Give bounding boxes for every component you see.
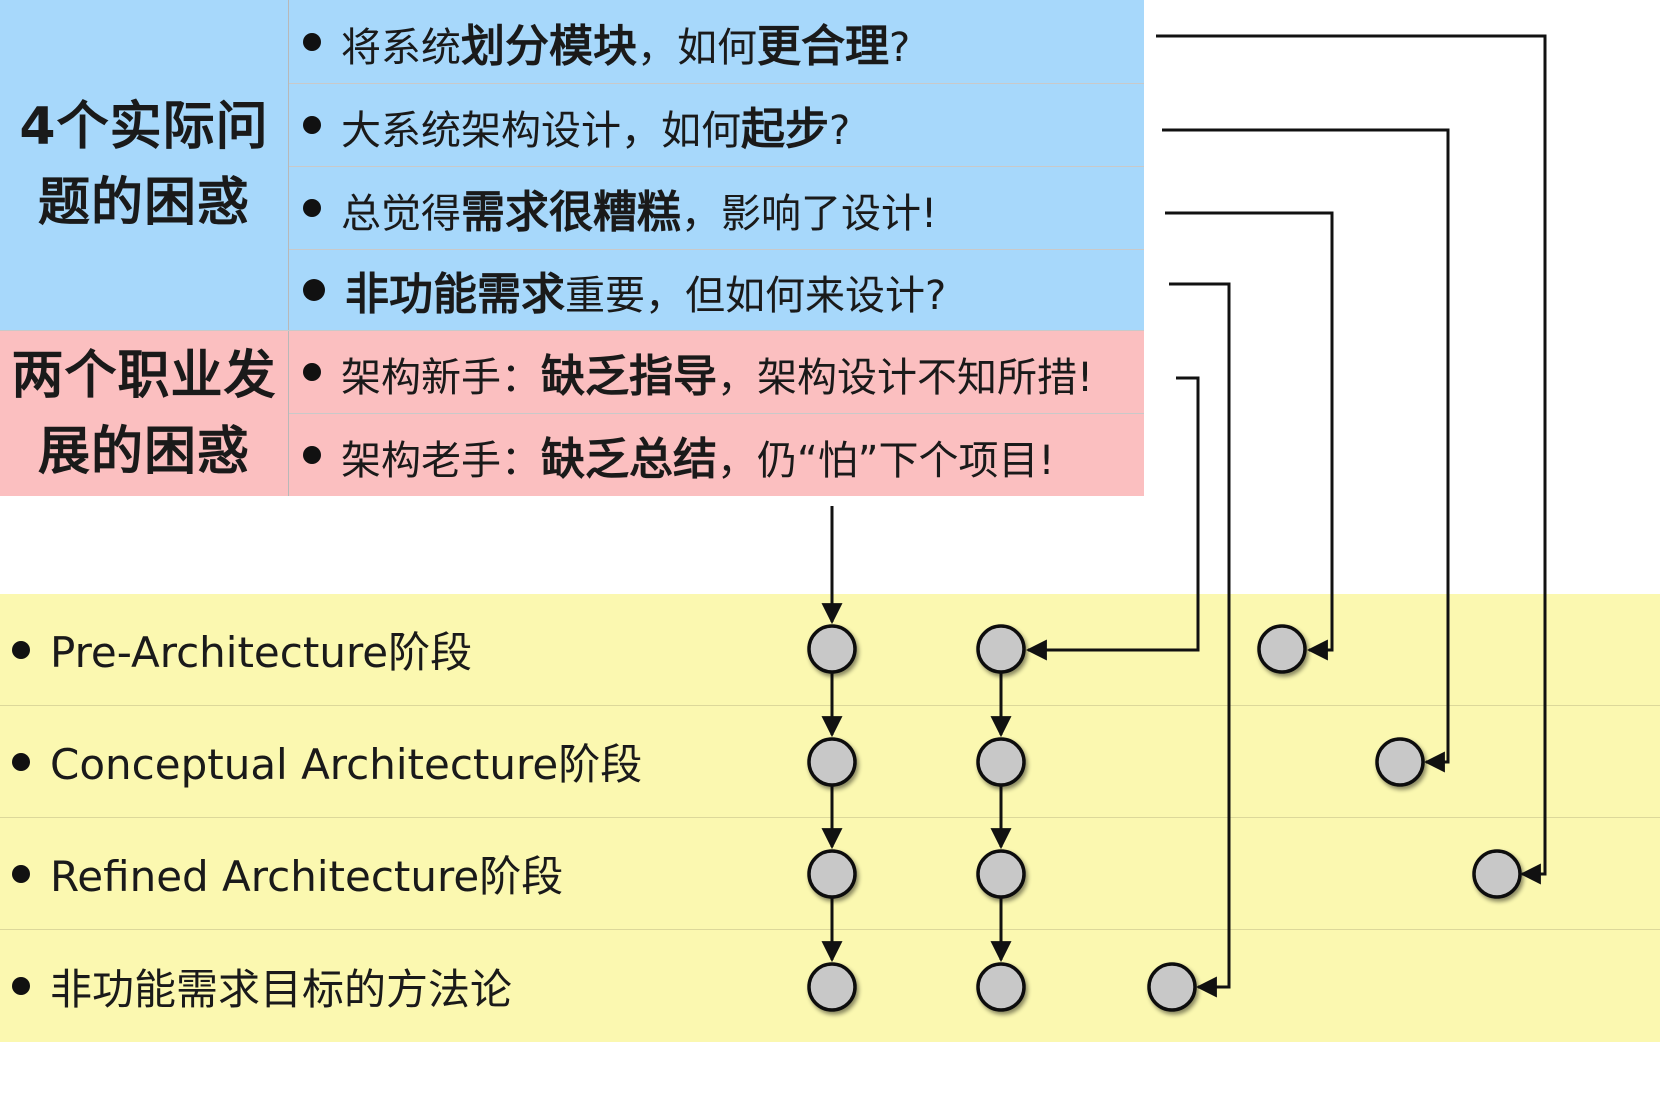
node-nfr-target [1147, 962, 1197, 1012]
stage-3-label: Refined Architecture阶段 [50, 852, 564, 901]
node-refined-target [1472, 849, 1522, 899]
node-c1-nfr [807, 962, 857, 1012]
career-row-1: 架构新手：缺乏指导，架构设计不知所措! [289, 331, 1144, 413]
career-row-2: 架构老手：缺乏总结，仍“怕”下个项目! [289, 414, 1144, 496]
problems-title: 4个实际问 题的困惑 [0, 0, 288, 330]
problem-row-2: 大系统架构设计，如何起步? [289, 84, 1144, 166]
problem-3-text: 总觉得需求很糟糕，影响了设计! [341, 187, 938, 238]
problem-row-3: 总觉得需求很糟糕，影响了设计! [289, 167, 1144, 249]
career-title-line2: 展的困惑 [37, 421, 250, 482]
problem-2-text: 大系统架构设计，如何起步? [341, 104, 851, 155]
node-c2-nfr [976, 962, 1026, 1012]
node-c1-conceptual [807, 737, 857, 787]
problem-row-4: 非功能需求重要，但如何来设计? [289, 250, 1144, 330]
bullet-icon [12, 640, 30, 659]
stage-2-label: Conceptual Architecture阶段 [50, 740, 643, 789]
bullet-icon [303, 199, 321, 217]
stage-nodes [807, 624, 1522, 1012]
career-title-line1: 两个职业发 [11, 345, 277, 406]
problem-4-text: 非功能需求重要，但如何来设计? [345, 269, 947, 320]
stage-4-label: 非功能需求目标的方法论 [50, 964, 513, 1014]
node-c2-refined [976, 849, 1026, 899]
node-c2-conceptual [976, 737, 1026, 787]
bullet-icon [12, 864, 30, 883]
bullet-icon [303, 116, 321, 134]
career-title: 两个职业发 展的困惑 [0, 331, 288, 496]
node-c1-refined [807, 849, 857, 899]
stage-1-label: Pre-Architecture阶段 [50, 628, 473, 677]
bullet-icon [12, 977, 30, 995]
career-2-text: 架构老手：缺乏总结，仍“怕”下个项目! [341, 434, 1055, 485]
node-pre-target [1257, 624, 1307, 674]
problems-title-line1: 4个实际问 [19, 97, 269, 157]
node-c1-pre [807, 624, 857, 674]
bullet-icon [12, 752, 30, 771]
elbow-connectors [1025, 34, 1547, 998]
problem-1-text: 将系统划分模块，如何更合理? [341, 20, 911, 72]
bullet-icon [303, 279, 325, 301]
bullet-icon [303, 446, 321, 464]
node-conceptual-target [1375, 737, 1425, 787]
problem-row-1: 将系统划分模块，如何更合理? [289, 0, 1144, 83]
problems-title-line2: 题的困惑 [37, 173, 250, 233]
node-c2-pre [976, 624, 1026, 674]
bullet-icon [303, 363, 321, 381]
career-1-text: 架构新手：缺乏指导，架构设计不知所措! [341, 351, 1094, 402]
bullet-icon [303, 32, 321, 51]
